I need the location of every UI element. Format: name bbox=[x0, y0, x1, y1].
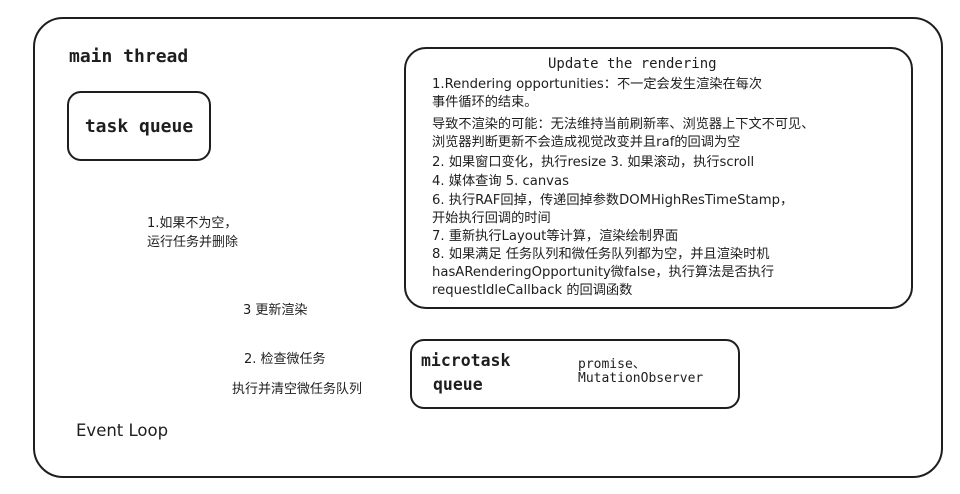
render-line: 8. 如果满足 任务队列和微任务队列都为空，并且渲染时机 bbox=[432, 247, 770, 262]
main-thread-label: main thread bbox=[69, 46, 189, 67]
task-queue-box: task queue bbox=[67, 91, 211, 161]
edge-label-micro-bottom: 执行并清空微任务队列 bbox=[232, 382, 363, 397]
edge-label-task-2: 运行任务并删除 bbox=[147, 235, 239, 250]
render-line: hasARenderingOpportunity微false，执行算法是否执行 bbox=[432, 265, 775, 280]
render-line: 1.Rendering opportunities：不一定会发生渲染在每次 bbox=[432, 77, 763, 92]
render-box bbox=[404, 47, 913, 309]
microtask-label-2: queue bbox=[433, 375, 483, 394]
edge-label-micro-top: 2. 检查微任务 bbox=[244, 352, 326, 367]
microtask-desc-2: MutationObserver bbox=[578, 371, 704, 386]
edge-label-render: 3 更新渲染 bbox=[243, 303, 308, 318]
render-line: 4. 媒体查询 5. canvas bbox=[432, 174, 569, 189]
render-line: 2. 如果窗口变化，执行resize 3. 如果滚动，执行scroll bbox=[432, 155, 755, 170]
task-queue-label: task queue bbox=[84, 115, 194, 137]
microtask-desc-1: promise、 bbox=[578, 357, 646, 372]
render-line: 事件循环的结束。 bbox=[432, 95, 538, 110]
microtask-queue-box bbox=[410, 339, 740, 409]
render-line: 开始执行回调的时间 bbox=[432, 211, 551, 226]
edge-label-task-1: 1.如果不为空， bbox=[147, 216, 238, 231]
microtask-label-1: microtask bbox=[421, 351, 511, 370]
render-line: 浏览器判断更新不会造成视觉改变并且raf的回调为空 bbox=[432, 135, 741, 150]
render-line: 导致不渲染的可能：无法维持当前刷新率、浏览器上下文不可见、 bbox=[432, 117, 815, 132]
event-loop-label: Event Loop bbox=[76, 421, 169, 440]
render-line: requestIdleCallback 的回调函数 bbox=[432, 283, 633, 298]
render-title: Update the rendering bbox=[548, 56, 717, 72]
render-line: 6. 执行RAF回掉，传递回掉参数DOMHighResTimeStamp， bbox=[432, 193, 794, 208]
render-line: 7. 重新执行Layout等计算，渲染绘制界面 bbox=[432, 229, 679, 244]
